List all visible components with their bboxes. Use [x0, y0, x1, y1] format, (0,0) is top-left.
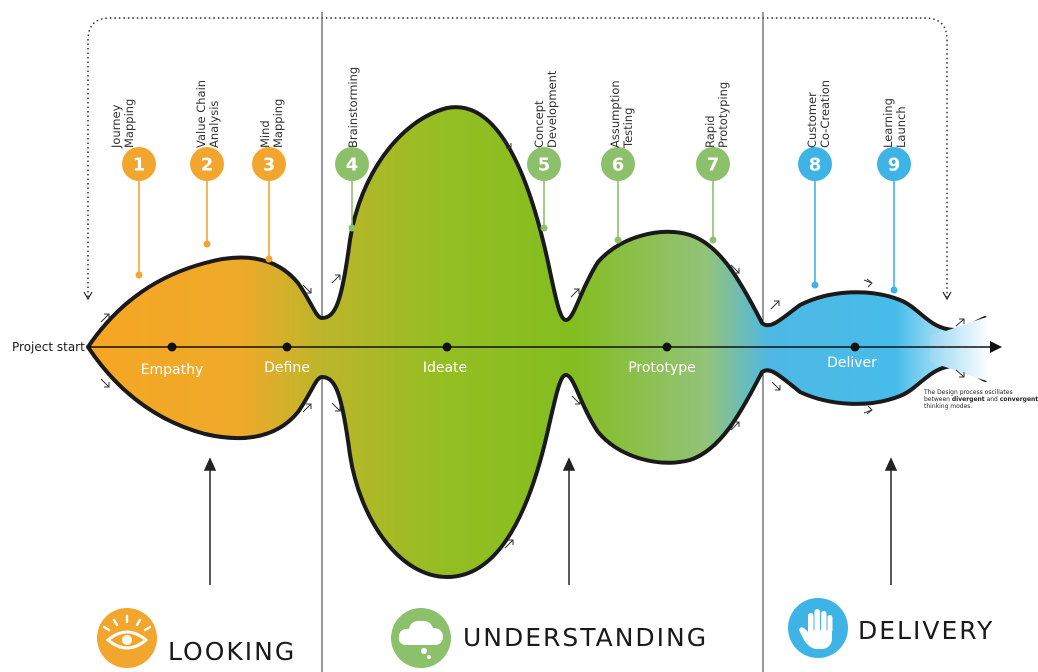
method-1: 1 JourneyMapping [109, 99, 156, 279]
method-label-line-1: Mind [258, 120, 272, 148]
method-badge [877, 147, 911, 181]
method-badge [252, 147, 286, 181]
feedback-loop-arrow [87, 17, 948, 297]
method-badge [527, 147, 561, 181]
phase-label-define: Define [264, 360, 310, 376]
project-start-label: Project start [12, 340, 85, 354]
eye-icon [97, 608, 157, 668]
method-anchor-dot [203, 240, 211, 248]
method-label: AssumptionTesting [608, 80, 635, 149]
method-anchor-dot [811, 281, 819, 289]
method-number: 3 [263, 155, 276, 176]
section-understanding: UNDERSTANDING [391, 608, 708, 668]
method-label: Brainstorming [346, 67, 360, 148]
method-label: Value ChainAnalysis [194, 80, 221, 148]
method-label: MindMapping [258, 99, 285, 148]
phase-label-empathy: Empathy [141, 362, 204, 378]
method-5: 5 ConceptDevelopment [527, 70, 561, 232]
method-badge [190, 147, 224, 181]
method-9: 9 LearningLaunch [877, 98, 911, 294]
method-anchor-dot [614, 236, 622, 244]
phase-dot-prototype [662, 342, 672, 352]
method-badge [696, 147, 730, 181]
method-label: RapidPrototyping [703, 82, 730, 148]
section-label-understanding: UNDERSTANDING [463, 623, 708, 652]
method-2: 2 Value ChainAnalysis [190, 80, 224, 248]
method-number: 4 [346, 155, 359, 176]
note-line-1: The Design process oscillates [923, 389, 1013, 396]
method-anchor-dot [135, 271, 143, 279]
method-label-line-2: Mapping [271, 99, 285, 148]
method-label-line-1: Rapid [703, 115, 717, 148]
method-anchor-dot [348, 224, 356, 232]
method-number: 6 [612, 155, 625, 176]
method-6: 6 AssumptionTesting [601, 80, 635, 244]
hand-icon [788, 598, 848, 658]
feedback-arrowhead-right [942, 291, 952, 301]
method-badge [122, 147, 156, 181]
method-label-line-1: Concept [532, 100, 546, 148]
method-number: 7 [707, 155, 720, 176]
method-label: JourneyMapping [109, 99, 136, 149]
method-anchor-dot [540, 224, 548, 232]
method-label-line-1: Journey [109, 104, 123, 149]
method-4: 4 Brainstorming [335, 67, 369, 232]
note-convergent: convergent [1000, 396, 1038, 403]
method-number: 2 [201, 155, 214, 176]
note-divergent: divergent [952, 396, 985, 403]
phase-dot-deliver [850, 342, 860, 352]
process-shape-tail [930, 316, 990, 382]
method-number: 8 [809, 155, 822, 176]
section-arrows [203, 457, 898, 585]
method-label-line-1: Assumption [608, 80, 622, 148]
method-badge [335, 147, 369, 181]
method-badge [601, 147, 635, 181]
method-7: 7 RapidPrototyping [696, 82, 730, 244]
method-label-line-1: Customer [805, 92, 819, 148]
thought-bubble-icon [391, 608, 451, 668]
method-badge [798, 147, 832, 181]
process-note: The Design process oscillates between di… [923, 389, 1038, 410]
method-label-line-1: Brainstorming [346, 67, 360, 148]
phase-label-deliver: Deliver [827, 355, 877, 371]
method-label-line-2: Development [545, 70, 559, 148]
method-label: CustomerCo-Creation [805, 80, 832, 148]
phase-dot-define [282, 342, 292, 352]
phase-label-ideate: Ideate [423, 360, 467, 376]
section-looking: LOOKING [97, 608, 296, 668]
method-number: 1 [133, 155, 146, 176]
phase-label-prototype: Prototype [628, 360, 696, 376]
method-label-line-2: Testing [621, 108, 635, 149]
section-label-delivery: DELIVERY [858, 616, 994, 645]
feedback-arrowhead-left [83, 291, 93, 301]
method-label-line-2: Co-Creation [818, 80, 832, 148]
note-line-3: thinking modes. [924, 403, 972, 410]
method-anchor-dot [890, 286, 898, 294]
section-delivery: DELIVERY [788, 598, 994, 658]
method-label-line-1: Value Chain [194, 80, 208, 148]
section-label-looking: LOOKING [168, 637, 296, 666]
method-8: 8 CustomerCo-Creation [798, 80, 832, 289]
method-label: ConceptDevelopment [532, 70, 559, 148]
method-3: 3 MindMapping [252, 99, 286, 263]
flow-arrows [100, 139, 965, 549]
method-label-line-2: Prototyping [716, 82, 730, 148]
note-line-2: between divergent and convergent [924, 396, 1038, 403]
note-between: between [924, 396, 952, 403]
method-number: 5 [538, 155, 551, 176]
timeline-arrowhead [990, 341, 1002, 353]
method-label-line-2: Launch [894, 106, 908, 148]
method-label: LearningLaunch [881, 98, 908, 148]
method-label-line-2: Analysis [207, 101, 221, 148]
method-label-line-1: Learning [881, 98, 895, 148]
phase-dot-empathy [167, 342, 177, 352]
method-number: 9 [888, 155, 901, 176]
note-and: and [985, 396, 1000, 403]
phase-dot-ideate [442, 342, 452, 352]
method-label-line-2: Mapping [122, 99, 136, 148]
method-anchor-dot [709, 236, 717, 244]
method-anchor-dot [265, 255, 273, 263]
